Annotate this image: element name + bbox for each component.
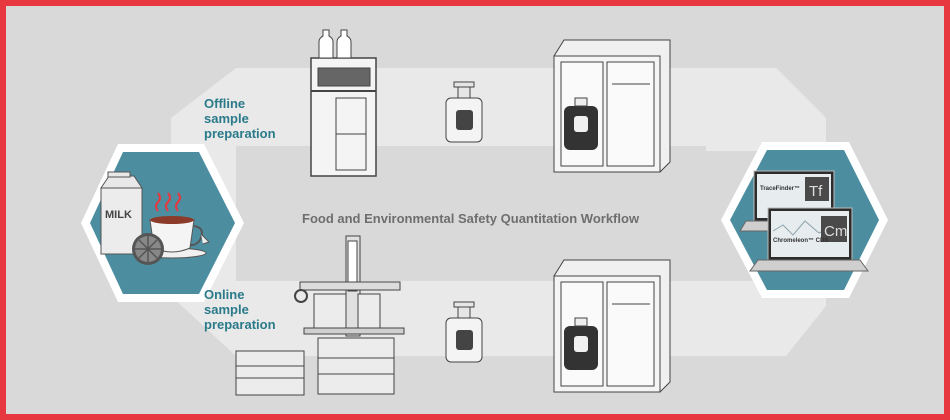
offline-label-line-3: preparation bbox=[204, 126, 276, 141]
ion-source-top-icon bbox=[445, 81, 483, 143]
chromeleon-badge-text: Cm bbox=[824, 223, 847, 240]
workflow-title: Food and Environmental Safety Quantitati… bbox=[302, 211, 640, 226]
citrus-slice-icon bbox=[132, 233, 164, 265]
tracefinder-name: TraceFinder™ bbox=[760, 185, 800, 192]
online-sample-prep-instrument bbox=[235, 235, 405, 396]
steam-icon bbox=[155, 192, 181, 212]
ion-source-bottom-icon bbox=[445, 301, 483, 363]
chromeleon-laptop-icon: Cm Chromeleon™ CDS bbox=[749, 207, 869, 272]
offline-sample-prep-instrument bbox=[310, 29, 377, 177]
solvent-bottles-icon bbox=[318, 29, 352, 59]
mass-spectrometer-top-icon bbox=[553, 39, 671, 173]
offline-label-line-2: sample bbox=[204, 111, 249, 126]
mass-spectrometer-bottom-icon bbox=[553, 259, 671, 393]
diagram-canvas: MILK bbox=[81, 29, 888, 396]
tracefinder-badge-text: Tf bbox=[809, 183, 823, 200]
food-sample-hexagon: MILK bbox=[81, 144, 244, 302]
chromeleon-name: Chromeleon™ CDS bbox=[773, 237, 828, 244]
milk-text: MILK bbox=[105, 209, 132, 221]
online-label-line-2: sample bbox=[204, 302, 249, 317]
online-sample-prep-label: Online sample preparation bbox=[204, 287, 276, 332]
milk-carton-icon: MILK bbox=[100, 171, 143, 255]
software-hexagon: Tf TraceFinder™ Cm Chromeleon™ CDS bbox=[721, 142, 888, 298]
online-label-line-3: preparation bbox=[204, 317, 276, 332]
upper-flow-arrow bbox=[706, 68, 826, 151]
offline-label-line-1: Offline bbox=[204, 96, 246, 111]
online-label-line-1: Online bbox=[204, 287, 245, 302]
offline-sample-prep-label: Offline sample preparation bbox=[204, 96, 276, 141]
